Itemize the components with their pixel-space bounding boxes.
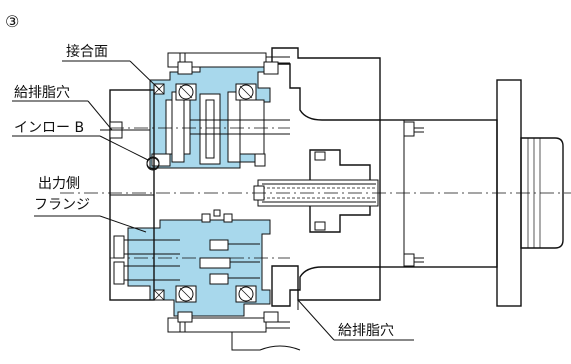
- upper-gear-section: [146, 52, 290, 171]
- label-mating-surface: 接合面: [66, 43, 108, 60]
- figure-number: ③: [5, 12, 19, 31]
- adapter-housing: [271, 47, 381, 310]
- label-output-flange-line2: フランジ: [34, 197, 90, 213]
- center-lines: [60, 127, 571, 259]
- leader-lines: [12, 60, 414, 341]
- label-output-flange-line1: 出力側: [38, 176, 80, 192]
- output-flange: [100, 89, 155, 301]
- label-grease-port-top: 給排脂穴: [14, 85, 70, 101]
- label-grease-port-bottom: 給排脂穴: [338, 323, 394, 339]
- lower-gear-section: [113, 209, 301, 351]
- label-spigot-b: インロー B: [14, 120, 84, 136]
- spigot-b-marker: [146, 156, 160, 170]
